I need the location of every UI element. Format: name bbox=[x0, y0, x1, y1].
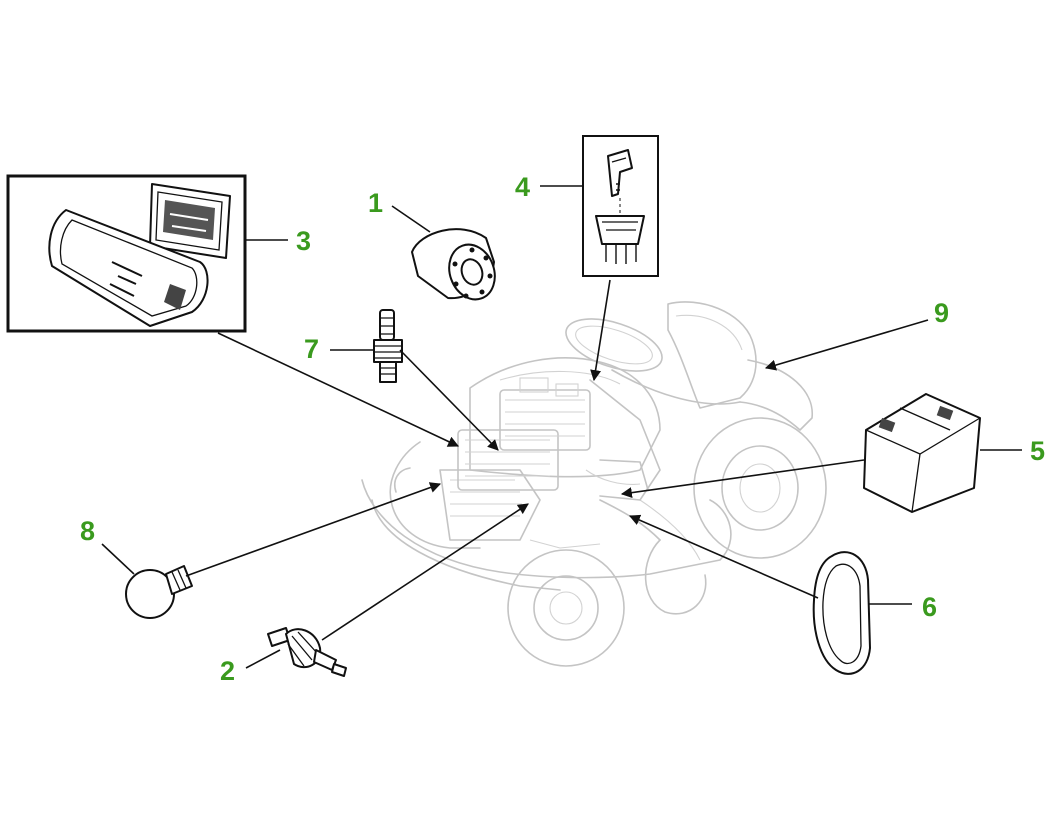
hood-insert-panel-icon bbox=[6, 174, 247, 333]
callout-2: 2 bbox=[220, 656, 235, 686]
riding-mower-outline-icon bbox=[361, 301, 827, 667]
callout-6: 6 bbox=[922, 592, 937, 622]
callout-5: 5 bbox=[1030, 436, 1045, 466]
drive-belt-icon bbox=[812, 551, 871, 675]
headlight-bulb-icon bbox=[125, 565, 193, 619]
battery-icon bbox=[863, 393, 981, 513]
callout-4: 4 bbox=[515, 172, 530, 202]
callout-9: 9 bbox=[934, 298, 949, 328]
callout-1: 1 bbox=[368, 188, 383, 218]
callout-labels: 1 2 3 4 5 6 7 8 9 bbox=[80, 172, 1045, 686]
spark-plug-icon bbox=[373, 309, 403, 383]
leader-lines bbox=[101, 185, 1022, 669]
callout-3: 3 bbox=[296, 226, 311, 256]
callout-7: 7 bbox=[304, 334, 319, 364]
ignition-key-switch-icon bbox=[582, 135, 659, 277]
fuel-filter-icon bbox=[267, 627, 347, 677]
oil-filter-icon bbox=[411, 228, 496, 301]
callout-8: 8 bbox=[80, 516, 95, 546]
